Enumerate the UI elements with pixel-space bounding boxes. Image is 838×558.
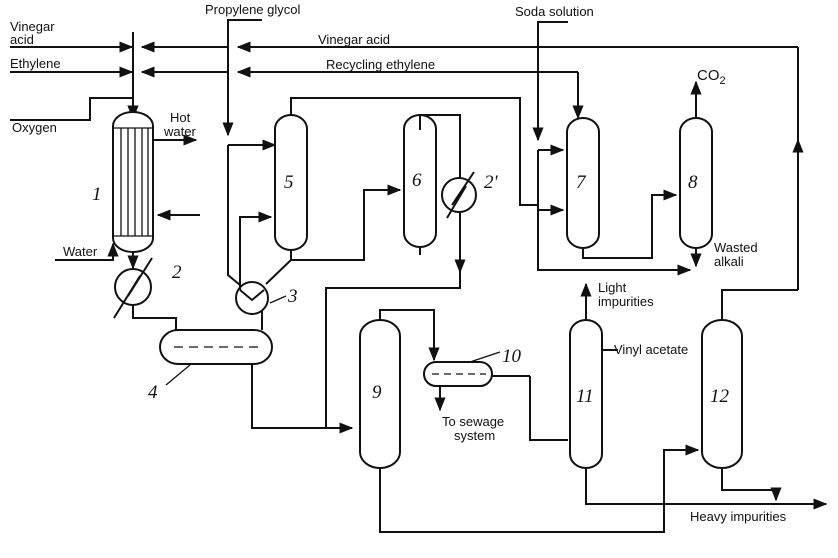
vinegar-acid-feed-label-1: Vinegar [10,19,55,34]
vinyl-acetate-label: Vinyl acetate [614,342,688,357]
soda-solution-label: Soda solution [515,4,594,19]
decanter-10 [423,351,501,387]
to-sewage-label-2: system [454,428,495,443]
label-column-6: 6 [412,170,422,191]
label-cooler-2-prime: 2' [484,172,499,193]
ethylene-feed-label: Ethylene [10,56,61,71]
col7-to-col8 [582,189,678,259]
co2-label-base: CO [697,67,720,84]
to-sewage-label-1: To sewage [442,414,504,429]
label-column-7: 7 [576,172,587,193]
wasted-alkali-label-1: Wasted [714,240,758,255]
pump-suction-line [227,145,241,286]
vinegar-acid-recycle-label: Vinegar acid [318,32,390,47]
recycling-ethylene-label: Recycling ethylene [326,57,435,72]
cooler-prime-to-col9 [325,272,461,429]
col12-overhead [721,289,798,320]
oxygen-feed-line [10,97,139,121]
label-decanter-10: 10 [502,346,522,367]
light-impurities-label-2: impurities [598,294,654,309]
col5-to-col6-line [291,184,402,261]
cooler-2-prime [441,171,477,219]
soda-solution-inlet [532,21,568,142]
separator-4 [159,329,273,386]
reactor-1 [112,111,154,253]
col9-overhead-line [379,309,440,362]
label-cooler-2: 2 [172,262,182,283]
water-inlet [55,242,119,261]
hot-water-label-2: water [163,124,196,139]
oxygen-feed-label: Oxygen [12,120,57,135]
label-pump-3: 3 [287,286,298,307]
water-label: Water [63,244,98,259]
co2-label: CO2 [697,67,726,87]
separator-bottom-outlet [251,364,354,434]
col5-side-feed [239,211,273,290]
label-column-9: 9 [372,382,382,403]
wasted-alkali-line [537,150,692,276]
light-impurities-label-1: Light [598,280,627,295]
vinegar-acid-feed-label-2: acid [10,32,34,47]
pump-3 [235,281,287,315]
wasted-alkali-label-2: alkali [714,254,744,269]
heavy-impurities-label: Heavy impurities [690,509,787,524]
col5-overhead-line [290,97,538,206]
col9-bottom-line [379,468,665,533]
col11-bottom-line [585,468,664,505]
cooler-to-separator-pipe [132,305,177,332]
col12-feed [663,444,700,500]
label-separator-4: 4 [148,382,158,403]
label-column-11: 11 [576,386,594,407]
col5-bottom-to-pump [265,250,292,285]
decanter-to-col11-b [529,376,568,441]
label-column-5: 5 [284,172,294,193]
heavy-impurities-outlet [721,468,782,502]
propylene-glycol-label: Propylene glycol [205,2,300,17]
label-column-12: 12 [710,386,730,407]
label-reactor-1: 1 [92,184,102,205]
hot-water-label-1: Hot [170,110,191,125]
co2-label-subscript: 2 [720,75,726,87]
label-column-8: 8 [688,172,698,193]
propylene-glycol-inlet [222,19,262,137]
